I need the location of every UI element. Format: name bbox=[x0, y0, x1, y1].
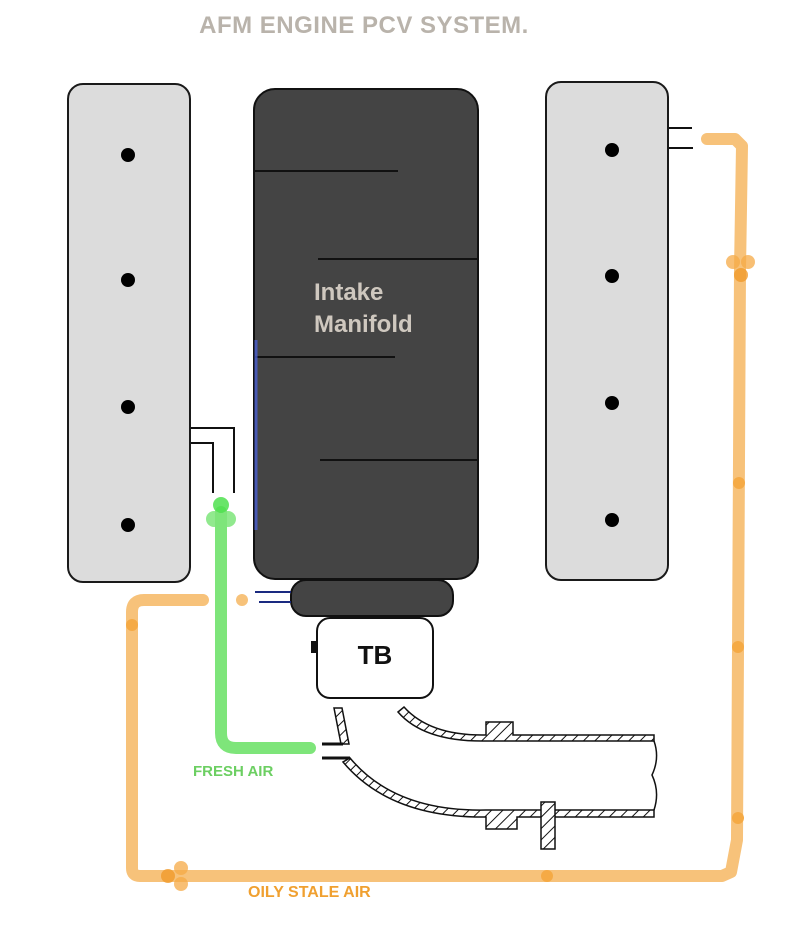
left-cylinder-bank bbox=[67, 83, 191, 583]
throttle-body-label: TB bbox=[357, 640, 393, 670]
intake-plenum bbox=[290, 579, 454, 617]
throttle-body-tab bbox=[311, 641, 316, 653]
intake-tube-wall-lower bbox=[341, 757, 655, 830]
bolt-icon bbox=[605, 269, 619, 283]
intake-tube-wall-upper bbox=[396, 705, 655, 742]
sensor-port bbox=[540, 801, 556, 850]
oily-air-dot bbox=[126, 619, 138, 631]
oily-air-dot bbox=[541, 870, 553, 882]
bolt-icon bbox=[121, 518, 135, 532]
oily-stale-air-label: OILY STALE AIR bbox=[248, 884, 371, 901]
intake-tube-wall bbox=[333, 707, 350, 745]
oily-air-dot bbox=[236, 594, 248, 606]
bolt-icon bbox=[605, 396, 619, 410]
tube-break-line bbox=[651, 740, 658, 811]
right-cylinder-bank bbox=[545, 81, 669, 581]
diagram-title: AFM ENGINE PCV SYSTEM. bbox=[199, 12, 529, 39]
fresh-air-label: FRESH AIR bbox=[193, 763, 274, 780]
intake-manifold-label-line1: Intake bbox=[314, 279, 384, 306]
bolt-icon bbox=[605, 513, 619, 527]
oily-air-dot bbox=[733, 477, 745, 489]
oily-air-arrow-down-icon bbox=[726, 255, 755, 282]
bolt-icon bbox=[605, 143, 619, 157]
bolt-icon bbox=[121, 148, 135, 162]
bolt-icon bbox=[121, 400, 135, 414]
left-bank-fitting bbox=[191, 427, 235, 493]
intake-manifold-label-line2: Manifold bbox=[314, 311, 413, 338]
fresh-air-arrow-icon bbox=[206, 497, 236, 527]
oily-air-arrow-left-icon bbox=[161, 861, 188, 891]
fresh-air-path bbox=[215, 506, 316, 754]
intake-manifold-label: Intake Manifold bbox=[314, 277, 413, 341]
throttle-body bbox=[316, 617, 434, 699]
oily-air-path bbox=[126, 133, 748, 882]
oily-air-dot bbox=[732, 812, 744, 824]
bolt-icon bbox=[121, 273, 135, 287]
left-bank-fitting bbox=[191, 442, 214, 493]
oily-air-dot bbox=[732, 641, 744, 653]
